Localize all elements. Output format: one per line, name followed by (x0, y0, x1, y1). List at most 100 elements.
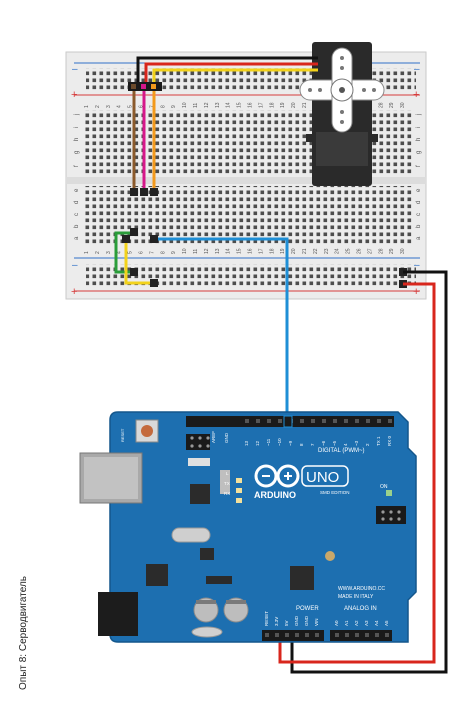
row-letter: a (416, 236, 422, 240)
column-number: 16 (248, 248, 254, 254)
pin-socket[interactable] (295, 633, 299, 637)
column-number: 21 (302, 248, 308, 254)
column-number: 2 (95, 105, 101, 108)
pin-socket[interactable] (311, 419, 315, 423)
column-number: 29 (389, 102, 395, 108)
pin-socket[interactable] (377, 419, 381, 423)
pin-socket[interactable] (300, 419, 304, 423)
aref-label: AREF (211, 431, 216, 443)
row-letter: d (74, 201, 80, 204)
row-letter: f (416, 165, 422, 167)
power-pin-label: RESET (264, 611, 269, 626)
row-letter: a (74, 236, 80, 240)
digital-pin-label: ~6 (321, 440, 326, 446)
column-number: 6 (139, 251, 145, 254)
column-number: 16 (248, 102, 254, 108)
pin-socket[interactable] (345, 633, 349, 637)
pin-socket[interactable] (355, 633, 359, 637)
column-number: 24 (335, 248, 341, 254)
pin-socket[interactable] (245, 419, 249, 423)
pin-socket[interactable] (335, 633, 339, 637)
digital-pin-label: ~9 (288, 440, 293, 446)
power-pin-label: 5V (284, 620, 289, 626)
digital-pin-label: 4 (343, 443, 348, 446)
row-letter: c (74, 213, 80, 216)
column-number: 30 (400, 102, 406, 108)
digital-pin-label: RX 0 (387, 435, 392, 446)
column-number: 7 (149, 105, 155, 108)
pin-socket[interactable] (305, 633, 309, 637)
rail-minus-label: – (414, 64, 420, 75)
rail-minus-label: – (72, 260, 78, 271)
terminal-strip-bottom (84, 186, 414, 246)
rail-plus-label: + (413, 286, 419, 298)
reset-label: RESET (120, 428, 125, 442)
column-number: 19 (280, 102, 286, 108)
rx-label: RX (224, 491, 230, 496)
analog-pin-label: A4 (374, 620, 379, 626)
row-letter: e (416, 188, 422, 192)
pin-socket[interactable] (366, 419, 370, 423)
pin-socket[interactable] (285, 633, 289, 637)
column-number: 27 (367, 248, 373, 254)
column-number: 3 (106, 105, 112, 108)
column-number: 8 (160, 105, 166, 108)
digital-pin-label: 12 (255, 440, 260, 446)
digital-pin-label: 7 (310, 443, 315, 446)
row-letter: b (74, 224, 80, 228)
digital-pin-label: ~11 (266, 438, 271, 446)
pin-socket[interactable] (267, 419, 271, 423)
usb-chip (190, 484, 210, 504)
column-number: 10 (182, 102, 188, 108)
row-letter: i (74, 127, 80, 128)
crystal (171, 527, 211, 543)
pin-socket[interactable] (344, 419, 348, 423)
pin-socket[interactable] (322, 419, 326, 423)
power-jack (98, 592, 138, 636)
row-letter: c (416, 213, 422, 216)
pin-socket[interactable] (333, 419, 337, 423)
column-number: 13 (215, 102, 221, 108)
power-label: POWER (296, 606, 319, 612)
column-number: 20 (291, 102, 297, 108)
column-number: 13 (215, 248, 221, 254)
column-number: 26 (357, 248, 363, 254)
l-led-label: L (226, 471, 229, 476)
column-number: 2 (95, 251, 101, 254)
column-number: 3 (106, 251, 112, 254)
bottom-power-rail: – + – + (71, 257, 420, 298)
pin-socket[interactable] (355, 419, 359, 423)
pin-socket[interactable] (375, 633, 379, 637)
column-number: 1 (84, 251, 90, 254)
arduino-logo (254, 464, 300, 488)
row-letter: e (74, 188, 80, 192)
column-number: 9 (171, 251, 177, 254)
site-label: WWW.ARDUINO.CC (338, 586, 385, 592)
column-number: 5 (128, 251, 134, 254)
pin-socket[interactable] (385, 633, 389, 637)
pin-socket[interactable] (388, 419, 392, 423)
pin-socket[interactable] (265, 633, 269, 637)
power-pin-label: VIN (314, 618, 319, 626)
column-number: 14 (226, 248, 232, 254)
pin-socket[interactable] (275, 633, 279, 637)
pin-socket[interactable] (256, 419, 260, 423)
rail-plus-label: + (413, 89, 419, 101)
column-number: 21 (302, 102, 308, 108)
pin-socket[interactable] (365, 633, 369, 637)
column-number: 6 (139, 105, 145, 108)
rail-plus-label: + (71, 286, 77, 298)
digital-pin-label: 2 (365, 443, 370, 446)
pin-socket[interactable] (278, 419, 282, 423)
rail-minus-label: – (414, 260, 420, 271)
tx-label: TX (224, 481, 230, 486)
row-letter: b (416, 224, 422, 228)
on-label: ON (380, 484, 388, 490)
pin-socket[interactable] (315, 633, 319, 637)
